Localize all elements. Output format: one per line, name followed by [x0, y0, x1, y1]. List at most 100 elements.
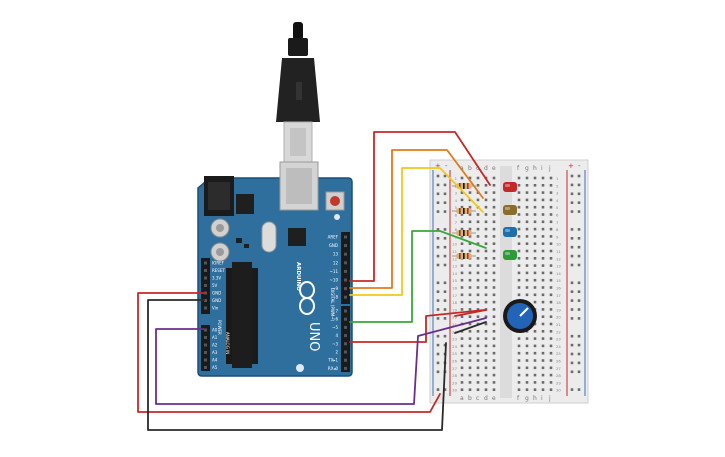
breadboard-hole[interactable] — [533, 359, 537, 362]
breadboard-hole[interactable] — [484, 242, 488, 245]
breadboard-hole[interactable] — [492, 278, 496, 282]
breadboard-hole[interactable] — [549, 227, 553, 231]
header-pin-hole[interactable] — [204, 291, 207, 295]
breadboard-hole[interactable] — [484, 205, 488, 209]
breadboard-hole[interactable] — [541, 308, 545, 311]
rail-hole[interactable] — [570, 290, 574, 293]
breadboard-hole[interactable] — [533, 381, 537, 384]
breadboard-hole[interactable] — [533, 293, 537, 297]
rail-hole[interactable] — [570, 174, 574, 178]
breadboard-hole[interactable] — [525, 359, 529, 362]
breadboard-hole[interactable] — [541, 249, 545, 253]
breadboard-hole[interactable] — [541, 337, 545, 340]
breadboard-hole[interactable] — [460, 315, 464, 318]
breadboard-hole[interactable] — [476, 278, 480, 282]
rail-hole[interactable] — [436, 308, 440, 311]
breadboard-hole[interactable] — [460, 359, 464, 362]
breadboard-hole[interactable] — [476, 184, 480, 187]
breadboard-hole[interactable] — [533, 264, 537, 267]
breadboard-hole[interactable] — [492, 337, 496, 340]
rail-hole[interactable] — [577, 201, 581, 204]
header-pin-hole[interactable] — [344, 295, 347, 299]
breadboard-hole[interactable] — [541, 184, 545, 187]
rail-hole[interactable] — [436, 343, 440, 347]
breadboard-hole[interactable] — [549, 344, 553, 348]
breadboard-hole[interactable] — [549, 184, 553, 187]
breadboard-hole[interactable] — [549, 242, 553, 245]
rail-hole[interactable] — [570, 254, 574, 258]
breadboard-hole[interactable] — [533, 184, 537, 187]
breadboard-hole[interactable] — [476, 198, 480, 202]
breadboard-hole[interactable] — [468, 300, 472, 304]
breadboard-hole[interactable] — [484, 286, 488, 289]
breadboard-hole[interactable] — [517, 264, 521, 267]
breadboard-hole[interactable] — [476, 373, 480, 377]
header-pin-hole[interactable] — [344, 278, 347, 282]
rail-hole[interactable] — [577, 317, 581, 320]
breadboard-hole[interactable] — [549, 235, 553, 238]
rail-hole[interactable] — [577, 192, 581, 196]
breadboard-hole[interactable] — [468, 315, 472, 318]
rail-hole[interactable] — [443, 237, 447, 240]
breadboard-hole[interactable] — [517, 213, 521, 216]
breadboard-hole[interactable] — [517, 235, 521, 238]
rail-hole[interactable] — [436, 192, 440, 196]
breadboard-hole[interactable] — [476, 381, 480, 384]
breadboard-hole[interactable] — [460, 373, 464, 377]
breadboard-hole[interactable] — [484, 388, 488, 391]
rail-hole[interactable] — [570, 352, 574, 356]
breadboard-hole[interactable] — [525, 351, 529, 355]
rail-hole[interactable] — [443, 343, 447, 347]
breadboard-hole[interactable] — [533, 198, 537, 202]
breadboard-hole[interactable] — [541, 381, 545, 384]
breadboard-hole[interactable] — [460, 176, 464, 180]
breadboard-hole[interactable] — [533, 388, 537, 391]
breadboard-hole[interactable] — [541, 213, 545, 216]
rail-hole[interactable] — [443, 192, 447, 196]
rail-hole[interactable] — [570, 245, 574, 249]
rail-hole[interactable] — [436, 352, 440, 356]
header-pin-hole[interactable] — [204, 276, 207, 280]
breadboard-hole[interactable] — [492, 373, 496, 377]
rail-hole[interactable] — [577, 228, 581, 231]
breadboard-hole[interactable] — [525, 373, 529, 377]
breadboard-hole[interactable] — [476, 293, 480, 297]
rail-hole[interactable] — [443, 317, 447, 320]
breadboard-hole[interactable] — [533, 205, 537, 209]
rail-hole[interactable] — [577, 308, 581, 311]
breadboard-hole[interactable] — [476, 388, 480, 391]
breadboard-hole[interactable] — [484, 293, 488, 297]
jumper-red-pot[interactable] — [454, 309, 487, 317]
rail-hole[interactable] — [577, 210, 581, 213]
breadboard-hole[interactable] — [460, 220, 464, 224]
breadboard-hole[interactable] — [492, 242, 496, 245]
header-pin-hole[interactable] — [204, 299, 207, 302]
breadboard-hole[interactable] — [484, 351, 488, 355]
breadboard-hole[interactable] — [525, 271, 529, 275]
breadboard-hole[interactable] — [468, 322, 472, 326]
breadboard-hole[interactable] — [525, 264, 529, 267]
header-pin-hole[interactable] — [344, 350, 347, 354]
breadboard-hole[interactable] — [541, 227, 545, 231]
breadboard-hole[interactable] — [525, 220, 529, 224]
breadboard-hole[interactable] — [517, 286, 521, 289]
breadboard-hole[interactable] — [476, 366, 480, 370]
breadboard-hole[interactable] — [541, 191, 545, 194]
rail-hole[interactable] — [570, 334, 574, 338]
breadboard-hole[interactable] — [492, 388, 496, 391]
breadboard-hole[interactable] — [492, 191, 496, 194]
breadboard-hole[interactable] — [525, 235, 529, 238]
breadboard-hole[interactable] — [468, 330, 472, 333]
breadboard-hole[interactable] — [541, 315, 545, 318]
breadboard-hole[interactable] — [517, 278, 521, 282]
rail-hole[interactable] — [436, 183, 440, 187]
breadboard-hole[interactable] — [525, 176, 529, 180]
breadboard-hole[interactable] — [476, 330, 480, 333]
breadboard-hole[interactable] — [525, 388, 529, 391]
wire-red-5v[interactable] — [137, 292, 441, 413]
led-red[interactable] — [503, 182, 517, 192]
breadboard-hole[interactable] — [468, 373, 472, 377]
breadboard-hole[interactable] — [549, 257, 553, 260]
breadboard-hole[interactable] — [541, 198, 545, 202]
breadboard-hole[interactable] — [549, 249, 553, 253]
